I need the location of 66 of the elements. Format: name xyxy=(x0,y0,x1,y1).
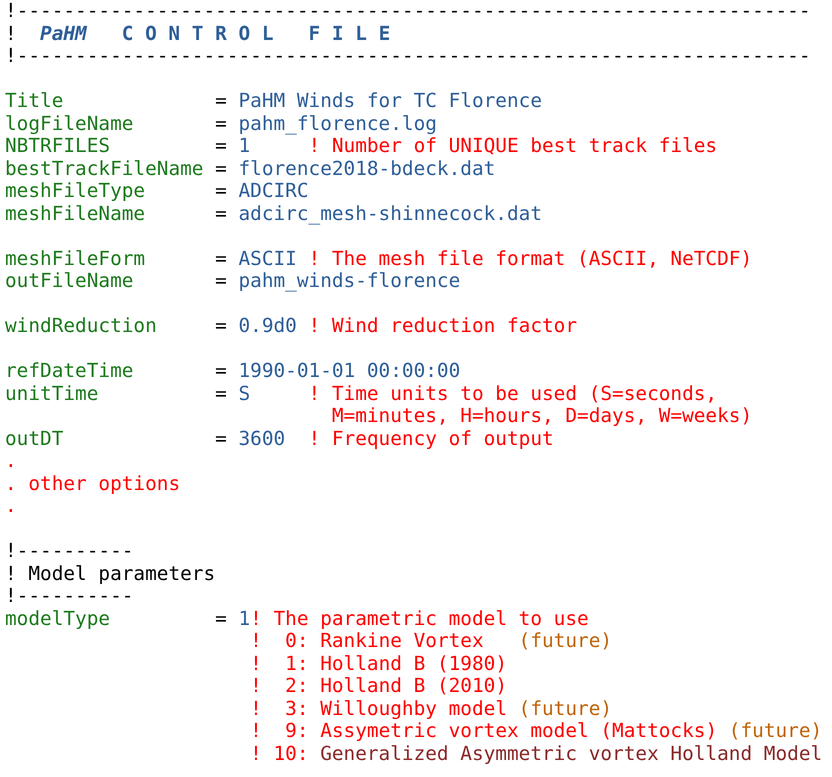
comment: ! 2: Holland B (2010) xyxy=(250,675,507,698)
comment: ! The parametric model to use xyxy=(250,608,589,630)
parameter-value: ADCIRC xyxy=(238,180,309,202)
parameter-name: modelType xyxy=(5,608,110,630)
parameter-name: meshFileForm xyxy=(5,248,146,270)
comment: ! 9: Assymetric vortex model (Mattocks) xyxy=(250,720,718,742)
equals-sign: = xyxy=(215,112,227,135)
parameter-value: pahm_winds-florence xyxy=(238,270,460,292)
parameter-value: 3600 xyxy=(238,428,286,450)
equals-sign: = xyxy=(215,608,227,630)
parameter-name: bestTrackFileName xyxy=(5,158,204,180)
equals-sign: = xyxy=(215,360,227,382)
comment-line: ! Model parameters xyxy=(5,562,216,585)
equals-sign: = xyxy=(215,202,227,225)
file-title: PaHM xyxy=(40,22,87,45)
comment-line: !-------------------------------------------------------------------- xyxy=(5,45,811,68)
equals-sign: = xyxy=(215,315,227,338)
comment: ! The mesh file format (ASCII, NeTCDF) xyxy=(308,248,752,270)
comment: ! 0: Rankine Vortex xyxy=(250,630,484,652)
comment: ! Wind reduction factor xyxy=(308,315,578,338)
parameter-name: outFileName xyxy=(5,270,134,292)
parameter-value: 0.9d0 xyxy=(238,315,297,338)
parameter-value: adcirc_mesh-shinnecock.dat xyxy=(238,202,542,225)
parameter-name: NBTRFILES xyxy=(5,135,110,158)
future-note: (future) xyxy=(518,698,612,720)
parameter-name: refDateTime xyxy=(5,360,134,382)
equals-sign: = xyxy=(215,180,227,202)
comment: ! Number of UNIQUE best track files xyxy=(308,135,718,158)
comment: ! Frequency of output xyxy=(308,428,554,450)
comment-line: !---------- xyxy=(5,585,134,608)
equals-sign: = xyxy=(215,158,227,180)
file-title: C O N T R O L F I L E xyxy=(122,22,390,45)
comment: ! Time units to be used (S=seconds, M=minutes, H=hours, D=days, W=weeks) xyxy=(308,382,752,428)
parameter-value: PaHM Winds for TC Florence xyxy=(238,90,542,112)
future-note: (future) xyxy=(518,630,612,652)
parameter-name: outDT xyxy=(5,428,64,450)
comment: ! 10: xyxy=(250,742,309,765)
equals-sign: = xyxy=(215,90,227,112)
parameter-value: ASCII xyxy=(238,248,297,270)
comment-line: !---------- xyxy=(5,540,134,562)
parameter-value: pahm_florence.log xyxy=(238,112,437,135)
comment: ! 1: Holland B (1980) xyxy=(250,652,507,675)
parameter-value: 1 xyxy=(238,135,250,158)
parameter-value: S xyxy=(238,382,250,405)
equals-sign: = xyxy=(215,135,227,158)
parameter-value: 1990-01-01 00:00:00 xyxy=(238,360,460,382)
comment: . xyxy=(5,495,17,518)
comment: . xyxy=(5,450,17,472)
parameter-value: florence2018-bdeck.dat xyxy=(238,158,496,180)
parameter-name: logFileName xyxy=(5,112,134,135)
equals-sign: = xyxy=(215,428,227,450)
parameter-value: 1 xyxy=(238,608,250,630)
equals-sign: = xyxy=(215,270,227,292)
parameter-name: meshFileName xyxy=(5,202,146,225)
equals-sign: = xyxy=(215,382,227,405)
parameter-name: windReduction xyxy=(5,315,157,338)
parameter-name: unitTime xyxy=(5,382,98,405)
parameter-name: Title xyxy=(5,90,64,112)
equals-sign: = xyxy=(215,248,227,270)
model-name: Generalized Asymmetric vortex Holland Model xyxy=(320,742,822,765)
comment-line: ! xyxy=(5,22,17,45)
future-note: (future) xyxy=(728,720,822,742)
comment: . other options xyxy=(5,472,180,495)
parameter-name: meshFileType xyxy=(5,180,146,202)
comment: ! 3: Willoughby model xyxy=(250,698,507,720)
comment-line: !-------------------------------------------------------------------- xyxy=(5,0,811,22)
